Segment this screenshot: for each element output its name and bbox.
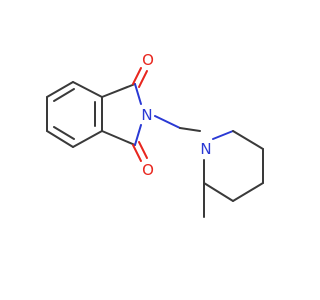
imide-ring bbox=[101, 83, 142, 146]
bond-c1-o-a bbox=[132, 67, 142, 85]
bond-benzene-top-right bbox=[72, 81, 103, 98]
bond-pip-bottom-left bbox=[203, 182, 234, 202]
bond-c2-n bbox=[134, 124, 142, 146]
bond-c1-aryl bbox=[101, 83, 136, 98]
bond-pip-top bbox=[232, 130, 264, 150]
bond-c2-aryl bbox=[101, 130, 136, 146]
bond-pip-bottom-right bbox=[232, 182, 264, 202]
bond-n-c2-up bbox=[212, 130, 234, 140]
bond-n-ch2 bbox=[154, 115, 181, 129]
bond-ch2 bbox=[179, 127, 201, 132]
carbonyl-groups bbox=[132, 67, 148, 162]
bond-benzene-inner-top bbox=[53, 88, 75, 102]
bond-c1-n bbox=[134, 83, 142, 105]
oxygen-atom-bottom: O bbox=[142, 161, 154, 179]
bond-benzene-bottom-right bbox=[72, 130, 103, 148]
benzene-ring bbox=[46, 81, 103, 148]
bond-benzene-bottom-left bbox=[46, 130, 74, 148]
bond-benzene-top-left bbox=[46, 81, 74, 98]
nitrogen-atom-piperidine: N bbox=[200, 140, 211, 158]
bond-c2-o-b bbox=[138, 141, 148, 159]
nitrogen-atom-imide: N bbox=[141, 106, 152, 124]
oxygen-atom-top: O bbox=[142, 51, 154, 69]
molecule-structure-diagram: O N O N bbox=[46, 51, 264, 218]
piperidine-ring bbox=[203, 130, 264, 202]
bond-c2-o-a bbox=[132, 144, 142, 162]
bond-benzene-inner-bottom bbox=[53, 126, 75, 140]
methylene-linker bbox=[154, 115, 201, 132]
bond-c1-o-b bbox=[138, 70, 148, 88]
